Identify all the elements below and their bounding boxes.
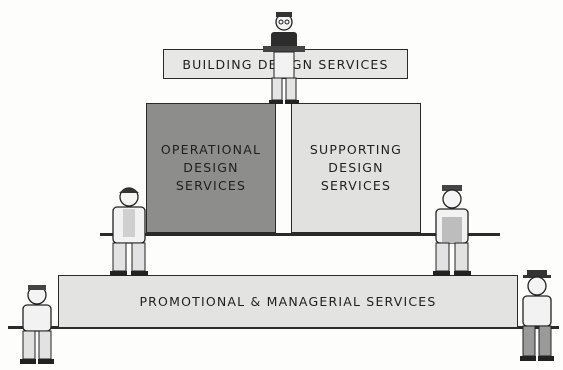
operational-design-services-block: OPERATIONAL DESIGN SERVICES [146, 103, 276, 233]
supporting-label-line-3: SERVICES [320, 178, 392, 193]
middle-left-carrier-figure [105, 185, 153, 277]
middle-carrying-pole [100, 233, 500, 236]
lower-right-carrier-figure [515, 270, 559, 364]
supporting-label-line-1: SUPPORTING [309, 142, 403, 157]
top-carrier-figure [259, 8, 309, 106]
supporting-label-line-2: DESIGN [328, 160, 384, 175]
promotional-managerial-services-label: PROMOTIONAL & MANAGERIAL SERVICES [139, 294, 437, 309]
operational-label-line-1: OPERATIONAL [160, 142, 262, 157]
supporting-design-services-block: SUPPORTING DESIGN SERVICES [291, 103, 421, 233]
operational-label-line-3: SERVICES [175, 178, 247, 193]
lower-left-carrier-figure [15, 285, 59, 367]
middle-right-carrier-figure [428, 185, 476, 277]
operational-label-line-2: DESIGN [183, 160, 239, 175]
promotional-managerial-services-block: PROMOTIONAL & MANAGERIAL SERVICES [58, 275, 518, 328]
